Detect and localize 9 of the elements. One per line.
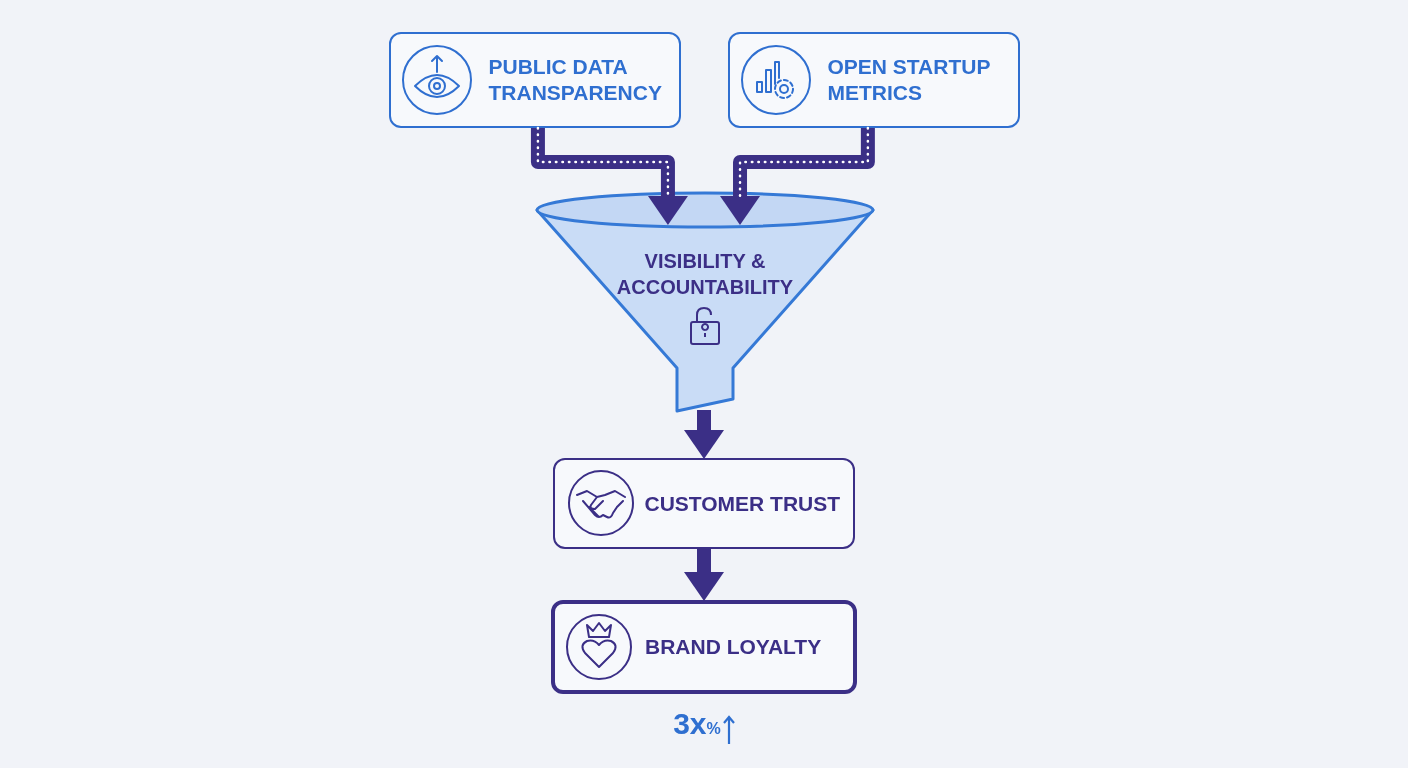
process-box xyxy=(389,32,681,128)
process-box xyxy=(551,600,857,694)
node-label: OPEN STARTUP METRICS xyxy=(827,54,992,106)
node-label: BRAND LOYALTY xyxy=(645,634,823,660)
node-label: CUSTOMER TRUST xyxy=(644,490,842,517)
node-label: PUBLIC DATA TRANSPARENCY xyxy=(488,54,663,106)
process-box xyxy=(728,32,1020,128)
process-box xyxy=(553,458,855,549)
node-label: VISIBILITY & ACCOUNTABILITY xyxy=(615,249,795,300)
